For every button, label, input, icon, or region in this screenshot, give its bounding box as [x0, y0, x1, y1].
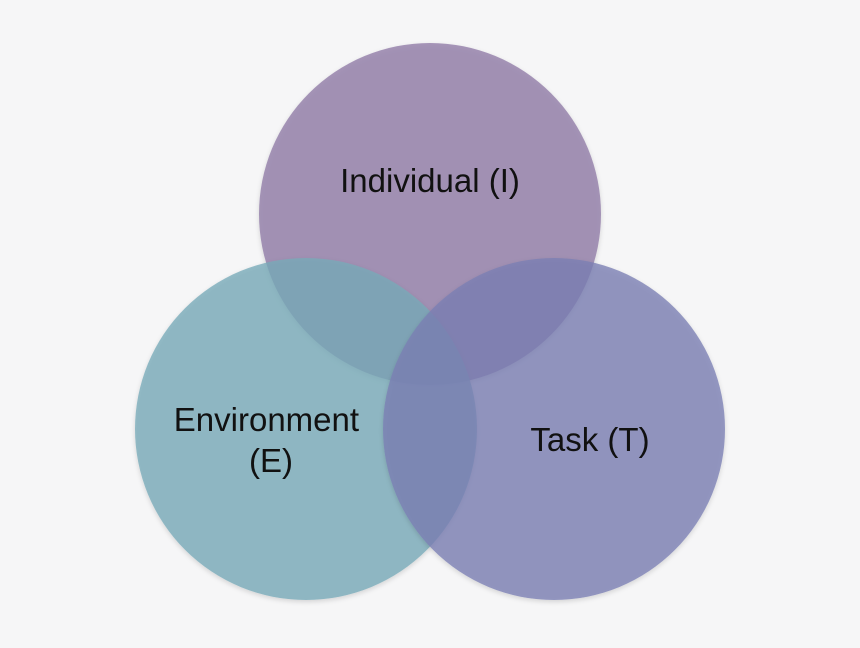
venn-labels: Individual (I) Environment (E) Task (T) [174, 162, 650, 479]
venn-circles [135, 43, 725, 600]
label-task-line-1: Task (T) [530, 421, 649, 458]
label-individual: Individual (I) [340, 162, 520, 199]
circle-task [383, 258, 725, 600]
label-environment-line-1: Environment [174, 401, 359, 438]
label-environment: Environment (E) [174, 401, 368, 479]
circle-environment [135, 258, 477, 600]
label-individual-line-1: Individual (I) [340, 162, 520, 199]
label-task: Task (T) [530, 421, 649, 458]
label-environment-line-2: (E) [249, 442, 293, 479]
